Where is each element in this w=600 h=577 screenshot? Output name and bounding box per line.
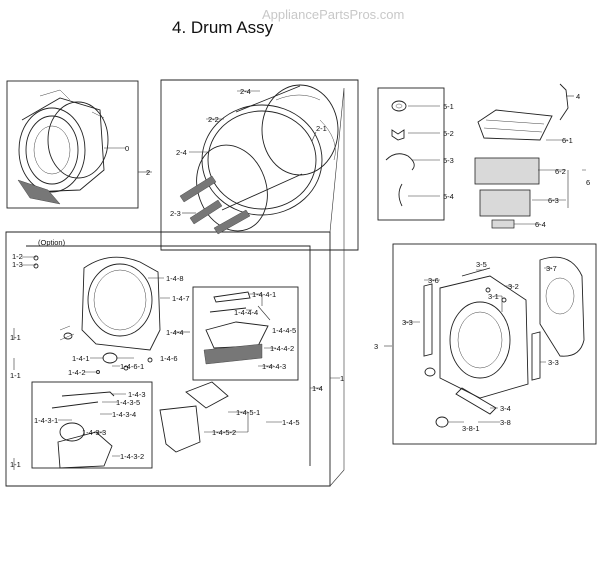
callout-1-4-4-5: 1-4-4-5 bbox=[272, 326, 296, 335]
callout-3-2: 3-2 bbox=[508, 282, 519, 291]
callout-1-4-6: 1-4-6 bbox=[160, 354, 178, 363]
callout-1-4-4-3: 1-4-4-3 bbox=[262, 362, 286, 371]
callout-5-1: 5-1 bbox=[443, 102, 454, 111]
callout-3-4: 3-4 bbox=[500, 404, 511, 413]
callout-3-3-right: 3-3 bbox=[548, 358, 559, 367]
callout-1-4-7: 1-4-7 bbox=[172, 294, 190, 303]
callout-0: 0 bbox=[125, 144, 129, 153]
callout-1-4-4-4: 1-4-4-4 bbox=[234, 308, 258, 317]
callout-5-3: 5-3 bbox=[443, 156, 454, 165]
callout-3: 3 bbox=[374, 342, 378, 351]
callout-1-4-4-2: 1-4-4-2 bbox=[270, 344, 294, 353]
front-frame-perspective bbox=[329, 87, 345, 487]
assembled-drum-illustration bbox=[17, 89, 109, 205]
callout-1: 1 bbox=[340, 374, 344, 383]
callout-1-4-5-1: 1-4-5-1 bbox=[236, 408, 260, 417]
callout-1-4-3-3: 1-4-3-3 bbox=[82, 428, 106, 437]
callout-1-4-6-1: 1-4-6-1 bbox=[120, 362, 144, 371]
callout-1-2: 1-2 bbox=[12, 252, 23, 261]
callout-3-8: 3-8 bbox=[500, 418, 511, 427]
assembly-frames bbox=[5, 79, 597, 487]
callout-3-7: 3-7 bbox=[546, 264, 557, 273]
callout-6-2: 6-2 bbox=[555, 167, 566, 176]
callout-2-3: 2-3 bbox=[170, 209, 181, 218]
callout-3-5: 3-5 bbox=[476, 260, 487, 269]
lint-housing-box bbox=[192, 286, 299, 381]
drum-box bbox=[160, 79, 359, 251]
front-assembly-inner-frame bbox=[26, 245, 311, 466]
duct-assembly-box bbox=[31, 381, 153, 469]
callout-1-4: 1-4 bbox=[312, 384, 323, 393]
callout-1-1-upper: 1-1 bbox=[10, 333, 21, 342]
callout-1-4-3-1: 1-4-3-1 bbox=[34, 416, 58, 425]
callout-1-4-3-2: 1-4-3-2 bbox=[120, 452, 144, 461]
callout-1-4-3-5: 1-4-3-5 bbox=[116, 398, 140, 407]
callout-3-1: 3-1 bbox=[488, 292, 499, 301]
filter-housing-illustrations bbox=[159, 381, 229, 453]
duct-illustrations bbox=[51, 391, 115, 469]
watermark: AppliancePartsPros.com bbox=[262, 7, 404, 22]
callout-labels: 0 2 2-4 2-2 2-1 2-4 2-3 5-1 5-2 5-3 5-4 … bbox=[10, 87, 590, 469]
callout-1-4-4-1: 1-4-4-1 bbox=[252, 290, 276, 299]
callout-1-1-lower: 1-1 bbox=[10, 460, 21, 469]
callout-6-4: 6-4 bbox=[535, 220, 546, 229]
callout-1-1-middle: 1-1 bbox=[10, 371, 21, 380]
callout-2-2: 2-2 bbox=[208, 115, 219, 124]
callout-6: 6 bbox=[586, 178, 590, 187]
callout-2-4-top: 2-4 bbox=[240, 87, 251, 96]
assembled-drum-box bbox=[6, 80, 139, 209]
callout-5-2: 5-2 bbox=[443, 129, 454, 138]
callout-3-8-1: 3-8-1 bbox=[462, 424, 480, 433]
callout-1-3: 1-3 bbox=[12, 260, 23, 269]
callout-1-4-5: 1-4-5 bbox=[282, 418, 300, 427]
callout-6-3: 6-3 bbox=[548, 196, 559, 205]
rear-panel-illustrations bbox=[423, 256, 585, 428]
lint-housing-illustrations bbox=[203, 291, 269, 365]
diagram-title: 4. Drum Assy bbox=[172, 18, 274, 37]
callout-1-4-3-4: 1-4-3-4 bbox=[112, 410, 136, 419]
callout-option: (Option) bbox=[38, 238, 66, 247]
callout-2-1: 2-1 bbox=[316, 124, 327, 133]
callout-3-6: 3-6 bbox=[428, 276, 439, 285]
callout-2: 2 bbox=[146, 168, 150, 177]
callout-1-4-4: 1-4-4 bbox=[166, 328, 184, 337]
callout-1-4-1: 1-4-1 bbox=[72, 354, 90, 363]
callout-3-3-left: 3-3 bbox=[402, 318, 413, 327]
hardware-box bbox=[377, 87, 445, 221]
hardware-illustrations bbox=[385, 100, 415, 207]
front-panel-illustration bbox=[33, 255, 161, 351]
callout-5-4: 5-4 bbox=[443, 192, 454, 201]
callout-1-4-3: 1-4-3 bbox=[128, 390, 146, 399]
sensor-wire-illustration bbox=[559, 83, 569, 121]
drum-illustration bbox=[179, 84, 339, 235]
callout-4: 4 bbox=[576, 92, 580, 101]
callout-6-1: 6-1 bbox=[562, 136, 573, 145]
callout-1-4-8: 1-4-8 bbox=[166, 274, 184, 283]
callout-2-4-side: 2-4 bbox=[176, 148, 187, 157]
rear-assembly-box bbox=[392, 243, 597, 445]
callout-1-4-2: 1-4-2 bbox=[68, 368, 86, 377]
filter-illustrations bbox=[474, 109, 553, 229]
callout-1-4-5-2: 1-4-5-2 bbox=[212, 428, 236, 437]
leader-lines bbox=[13, 90, 586, 470]
